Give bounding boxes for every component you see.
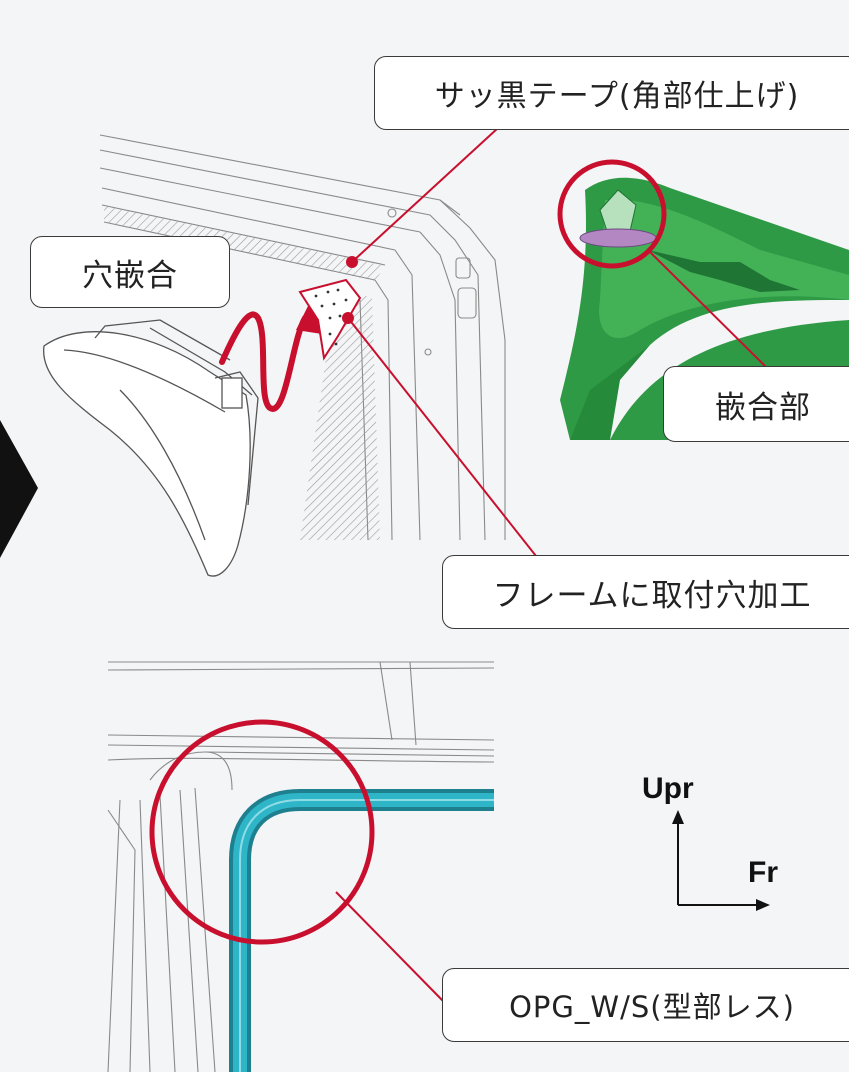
frame-hatch-side: [300, 296, 380, 540]
leader-dot-frame: [342, 312, 354, 324]
wavy-arrow-icon: [219, 311, 308, 412]
leader-dot-tape: [346, 256, 358, 268]
callout-frame-hole-label: フレームに取付穴加工: [442, 555, 849, 629]
frame-hatch-top: [104, 206, 385, 281]
callout-opg-ws-label: OPG_W/S(型部レス): [442, 968, 849, 1042]
fit-highlight-circle: [557, 159, 667, 269]
axis-indicator: [672, 810, 770, 911]
corner-highlight-circle: [149, 719, 375, 945]
garnish-part-drawing: [43, 319, 259, 577]
leader-tape: [351, 127, 499, 263]
leader-fit: [649, 251, 767, 368]
leader-opg: [335, 891, 445, 1003]
weatherstrip-drawing: [107, 661, 495, 1072]
leader-frame: [347, 317, 537, 557]
callout-tape-label: サッ黒テープ(角部仕上げ): [374, 56, 849, 130]
tape-dots: [314, 288, 348, 346]
axis-label-up: Upr: [642, 772, 694, 805]
chevron-right-icon: [0, 420, 38, 558]
callout-hole-fit-label: 穴嵌合: [30, 236, 230, 308]
arrow-head: [296, 296, 322, 334]
weatherstrip-seal-line: [239, 799, 494, 1072]
axis-label-front: Fr: [748, 856, 778, 889]
callout-fit-part-label: 嵌合部: [663, 366, 849, 442]
